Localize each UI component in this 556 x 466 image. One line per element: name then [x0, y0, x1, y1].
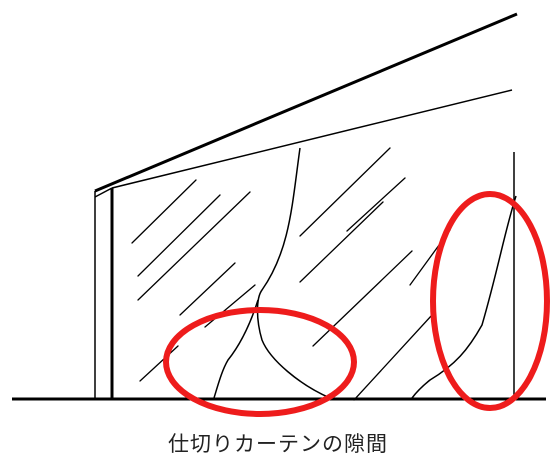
curtain-folds — [213, 147, 517, 399]
hatch-line — [131, 179, 197, 244]
caption: 仕切りカーテンの隙間 — [168, 432, 388, 456]
hatch-line — [137, 194, 221, 277]
gap-highlight-center — [163, 307, 357, 417]
curtain-rail — [111, 89, 513, 189]
hatch-line — [353, 314, 433, 401]
hatch-line — [299, 201, 384, 283]
curtain-fold-left — [213, 299, 259, 399]
curtain-fold-main — [256, 147, 331, 399]
gap-highlights — [163, 191, 550, 417]
hatch-line — [204, 284, 256, 328]
curtain-fold-right — [411, 195, 517, 399]
gap-highlight-right — [430, 191, 550, 411]
roof-edge-inner — [94, 187, 113, 198]
hatch-line — [312, 250, 413, 347]
roof-edge — [94, 12, 518, 193]
hatch-line — [139, 345, 179, 382]
hatch-line — [179, 262, 236, 316]
glass-hatching — [131, 147, 451, 401]
hatch-line — [137, 191, 251, 301]
hatch-line — [346, 177, 406, 232]
hatch-line — [299, 147, 391, 237]
